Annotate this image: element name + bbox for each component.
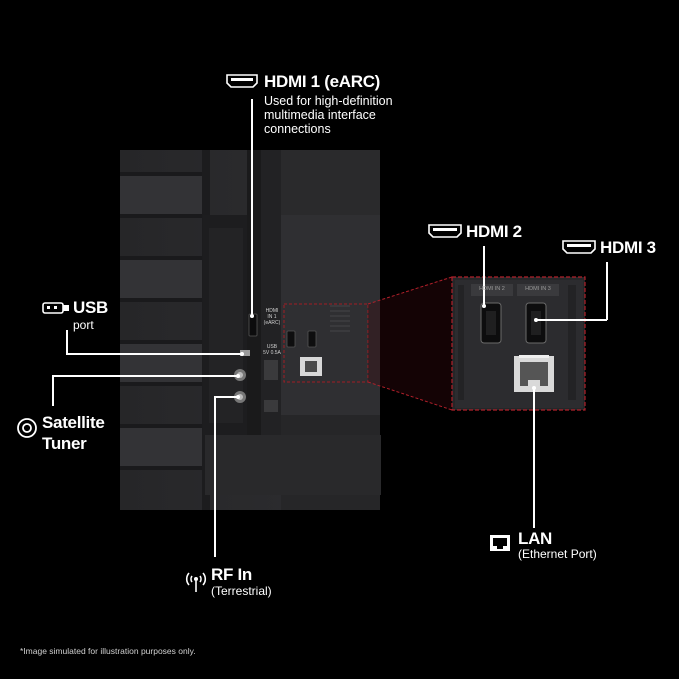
disclaimer: *Image simulated for illustration purpos… bbox=[20, 646, 196, 656]
hdmi-icon bbox=[562, 240, 596, 254]
lan-leader bbox=[533, 388, 535, 528]
panel-hdmi-print: HDMI IN 1 (eARC) bbox=[263, 308, 281, 326]
hdmi2-title: HDMI 2 bbox=[466, 222, 522, 241]
antenna-icon bbox=[185, 572, 207, 592]
hdmi1-desc-line3: connections bbox=[264, 122, 331, 136]
panel-usb-print: USB 5V 0.5A bbox=[263, 344, 281, 356]
satellite-title: Satellite Tuner bbox=[42, 413, 105, 453]
zoom-hdmi2-print: HDMI IN 2 bbox=[479, 286, 505, 292]
hdmi2-leader bbox=[483, 246, 485, 306]
rf-leader-h bbox=[214, 396, 238, 398]
hdmi1-leader bbox=[251, 99, 253, 316]
hdmi1-desc-line1: Used for high-definition bbox=[264, 94, 393, 108]
usb-sub: port bbox=[73, 318, 94, 332]
hdmi1-title: HDMI 1 (eARC) bbox=[264, 72, 381, 91]
lan-title: LAN bbox=[518, 529, 553, 548]
hdmi3-leader-h bbox=[536, 319, 607, 321]
hdmi1-description: Used for high-definition multimedia inte… bbox=[264, 94, 393, 136]
hdmi-icon bbox=[226, 74, 258, 88]
hdmi3-leader-v bbox=[606, 262, 608, 320]
hdmi3-dot bbox=[534, 317, 538, 322]
hdmi1-dot bbox=[249, 314, 254, 318]
satellite-leader-h bbox=[52, 375, 238, 377]
hdmi1-desc-line2: multimedia interface bbox=[264, 108, 376, 122]
hdmi-icon bbox=[428, 224, 462, 238]
usb-leader-v bbox=[66, 330, 68, 354]
rf-title: RF In bbox=[211, 565, 252, 584]
zoom-hdmi3-print: HDMI IN 3 bbox=[525, 286, 551, 292]
lan-icon bbox=[490, 535, 510, 551]
lan-dot bbox=[531, 386, 536, 390]
rf-leader-v bbox=[214, 397, 216, 557]
usb-dot bbox=[240, 352, 244, 356]
usb-icon bbox=[42, 302, 69, 314]
usb-leader-h bbox=[66, 353, 242, 355]
rf-sub: (Terrestrial) bbox=[211, 584, 272, 598]
lan-sub: (Ethernet Port) bbox=[518, 547, 597, 561]
hdmi3-title: HDMI 3 bbox=[600, 238, 656, 257]
usb-title: USB bbox=[73, 298, 108, 317]
hdmi2-dot bbox=[481, 304, 486, 308]
satellite-dot bbox=[236, 373, 240, 378]
satellite-icon bbox=[17, 418, 37, 438]
rf-dot bbox=[236, 394, 240, 399]
satellite-leader-v bbox=[52, 376, 54, 406]
